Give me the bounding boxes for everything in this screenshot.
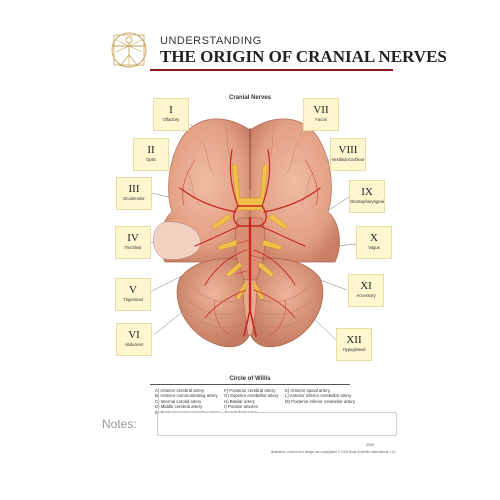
nerve-name: Accessory — [356, 293, 376, 298]
legend-item: D) Middle cerebral artery — [155, 404, 203, 410]
nerve-numeral: IX — [361, 186, 373, 198]
willis-legend-column-2: F) Posterior cerebral artery G) Superior… — [224, 388, 278, 415]
nerve-numeral: VIII — [338, 144, 358, 156]
nerve-name: Abducens — [124, 342, 144, 347]
product-code: 9006 — [366, 443, 374, 447]
copyright-text: Illustration, content and design are cop… — [270, 450, 396, 454]
nerve-numeral: VII — [313, 104, 329, 116]
nerve-numeral: V — [129, 284, 137, 296]
diagram-heading: Cranial Nerves — [228, 95, 272, 101]
legend-item: L) Anterior inferior cerebellar artery — [285, 393, 352, 399]
nerve-numeral: II — [147, 144, 155, 156]
willis-divider — [150, 384, 350, 385]
willis-legend-column-1: A) Anterior cerebral artery B) Anterior … — [155, 388, 220, 415]
nerve-numeral: III — [128, 183, 140, 195]
title-divider — [150, 69, 393, 71]
legend-item: F) Posterior cerebral artery — [224, 388, 276, 393]
nerve-numeral: IV — [127, 232, 139, 244]
legend-item: K) Anterior spinal artery — [285, 388, 330, 393]
nerve-numeral: XI — [360, 280, 372, 292]
page-title: THE ORIGIN OF CRANIAL NERVES — [160, 47, 447, 66]
nerve-label-trochlear: IV Trochlear — [115, 226, 151, 259]
legend-item: B) Anterior communicating artery — [155, 393, 218, 399]
legend-item: C) Internal carotid artery — [155, 398, 202, 404]
nerve-name: Trigeminal — [123, 297, 143, 302]
nerve-numeral: I — [169, 104, 173, 116]
nerve-name: Glossopharyngeal — [350, 199, 384, 204]
nerve-name: Trochlear — [124, 245, 142, 250]
nerve-label-accessory: XI Accessory — [348, 274, 384, 307]
willis-heading: Circle of Willis — [229, 376, 271, 382]
nerve-label-vagus: X Vagus — [356, 226, 392, 259]
nerve-numeral: VI — [128, 329, 140, 341]
nerve-numeral: XII — [346, 334, 362, 346]
nerve-name: Hypoglossal — [342, 347, 366, 352]
nerve-label-vestibulocochlear: VIII Vestibulocochlear — [330, 138, 366, 171]
vitruvian-man-icon — [111, 32, 147, 68]
willis-legend-column-3: K) Anterior spinal artery L) Anterior in… — [285, 388, 355, 404]
nerve-name: Facial — [315, 117, 327, 122]
notes-field[interactable] — [157, 412, 397, 436]
nerve-label-facial: VII Facial — [303, 98, 339, 131]
nerve-label-abducens: VI Abducens — [116, 323, 152, 356]
legend-item: I) Pontine arteries — [224, 404, 258, 410]
nerve-label-optic: II Optic — [133, 138, 169, 171]
nerve-label-glossopharyngeal: IX Glossopharyngeal — [349, 180, 385, 213]
nerve-name: Optic — [146, 157, 156, 162]
nerve-numeral: X — [370, 232, 378, 244]
nerve-name: Vagus — [368, 245, 380, 250]
nerve-name: Oculomotor — [123, 196, 145, 201]
legend-item: A) Anterior cerebral artery — [155, 388, 205, 393]
nerve-name: Vestibulocochlear — [331, 157, 365, 162]
nerve-name: Olfactory — [162, 117, 180, 122]
legend-item: H) Basilar artery — [224, 398, 256, 404]
legend-item: G) Superior cerebellar artery — [224, 393, 279, 399]
page-subtitle: UNDERSTANDING — [160, 35, 262, 47]
notes-label: Notes: — [102, 417, 137, 431]
nerve-label-olfactory: I Olfactory — [153, 98, 189, 131]
nerve-label-hypoglossal: XII Hypoglossal — [336, 328, 372, 361]
nerve-label-trigeminal: V Trigeminal — [115, 278, 151, 311]
nerve-label-oculomotor: III Oculomotor — [116, 177, 152, 210]
legend-item: M) Posterior inferior cerebellar artery — [285, 398, 355, 404]
